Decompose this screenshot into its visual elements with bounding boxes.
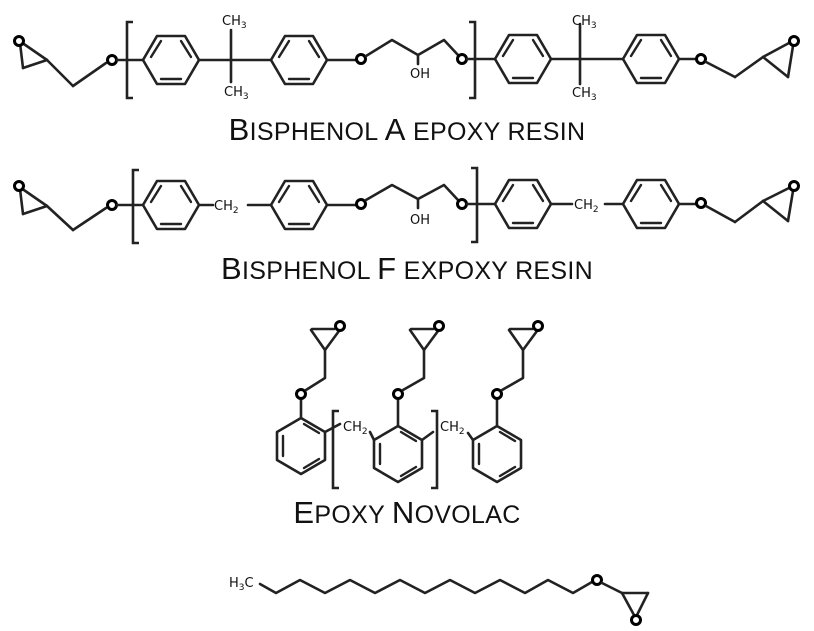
- epoxide-ring-right: [704, 35, 800, 79]
- svg-text:OH: OH: [410, 213, 430, 228]
- bisphenol-a-structure: CH3 CH3 OH CH3 CH3: [13, 14, 800, 103]
- svg-text:CH3: CH3: [222, 14, 247, 31]
- repeat-bracket-left: [125, 20, 133, 100]
- svg-text:H3C: H3C: [229, 576, 254, 593]
- svg-text:CH2: CH2: [574, 198, 599, 215]
- alkyl-glycidyl-ether-structure: H3C: [229, 574, 650, 626]
- oxygen-atom: [13, 35, 25, 47]
- svg-text:CH3: CH3: [572, 14, 597, 31]
- svg-text:CH2: CH2: [440, 420, 465, 437]
- bisphenol-a-title: BISPHENOL A EPOXY RESIN: [228, 112, 586, 147]
- bisphenol-f-title: BISPHENOL F EXPOXY RESIN: [221, 251, 593, 286]
- repeat-bracket-right: [469, 20, 477, 100]
- bisphenol-f-structure: CH2 OH CH2: [13, 166, 800, 245]
- epoxy-novolac-title: EPOXY NOVOLAC: [293, 495, 521, 530]
- epoxide-ring-left: [13, 35, 108, 88]
- svg-text:CH2: CH2: [214, 199, 239, 216]
- svg-text:CH2: CH2: [343, 420, 368, 437]
- svg-text:CH3: CH3: [572, 86, 597, 103]
- svg-text:CH3: CH3: [224, 85, 249, 102]
- epoxy-novolac-structure: CH2 CH2: [275, 320, 544, 490]
- svg-text:OH: OH: [410, 67, 430, 82]
